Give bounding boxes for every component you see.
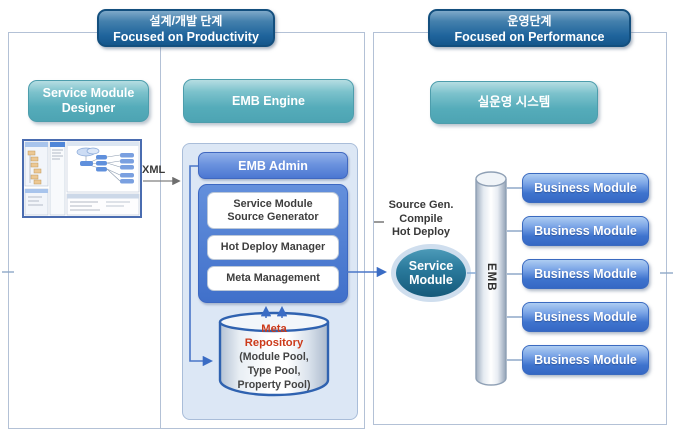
meta-repository-detail: (Module Pool, Type Pool, Property Pool) [237,351,311,391]
service-module-ellipse: Service Module [396,249,466,297]
meta-repository-cylinder [218,311,330,397]
design-phase-badge: 설계/개발 단계 Focused on Productivity [97,9,275,47]
operation-phase-title: 운영단계 [507,14,552,28]
flow-steps-label: Source Gen. Compile Hot Deploy [388,199,454,238]
design-section-divider [160,32,161,429]
designer-screenshot-thumbnail [22,139,142,218]
business-module-box: Business Module [522,259,649,289]
operation-phase-badge: 운영단계 Focused on Performance [428,9,631,47]
emb-bar-label: EMB [485,262,497,292]
meta-repository-title: Meta Repository [244,323,304,349]
operation-phase-subtitle: Focused on Performance [454,30,605,44]
design-phase-subtitle: Focused on Productivity [113,30,259,44]
hot-deploy-manager-box: Hot Deploy Manager [207,235,339,260]
service-module-designer-box: Service Module Designer [28,80,149,122]
business-module-box: Business Module [522,302,649,332]
business-module-box: Business Module [522,173,649,203]
business-module-box: Business Module [522,216,649,246]
meta-repository-label: Meta Repository (Module Pool, Type Pool,… [217,322,331,392]
production-system-box: 실운영 시스템 [430,81,598,124]
emb-admin-box: EMB Admin [198,152,348,179]
emb-bar-cylinder [475,171,507,386]
business-module-box: Business Module [522,345,649,375]
xml-label: XML [142,164,166,176]
emb-engine-box: EMB Engine [183,79,354,123]
design-phase-title: 설계/개발 단계 [149,14,223,28]
source-generator-box: Service Module Source Generator [207,192,339,229]
meta-management-box: Meta Management [207,266,339,291]
